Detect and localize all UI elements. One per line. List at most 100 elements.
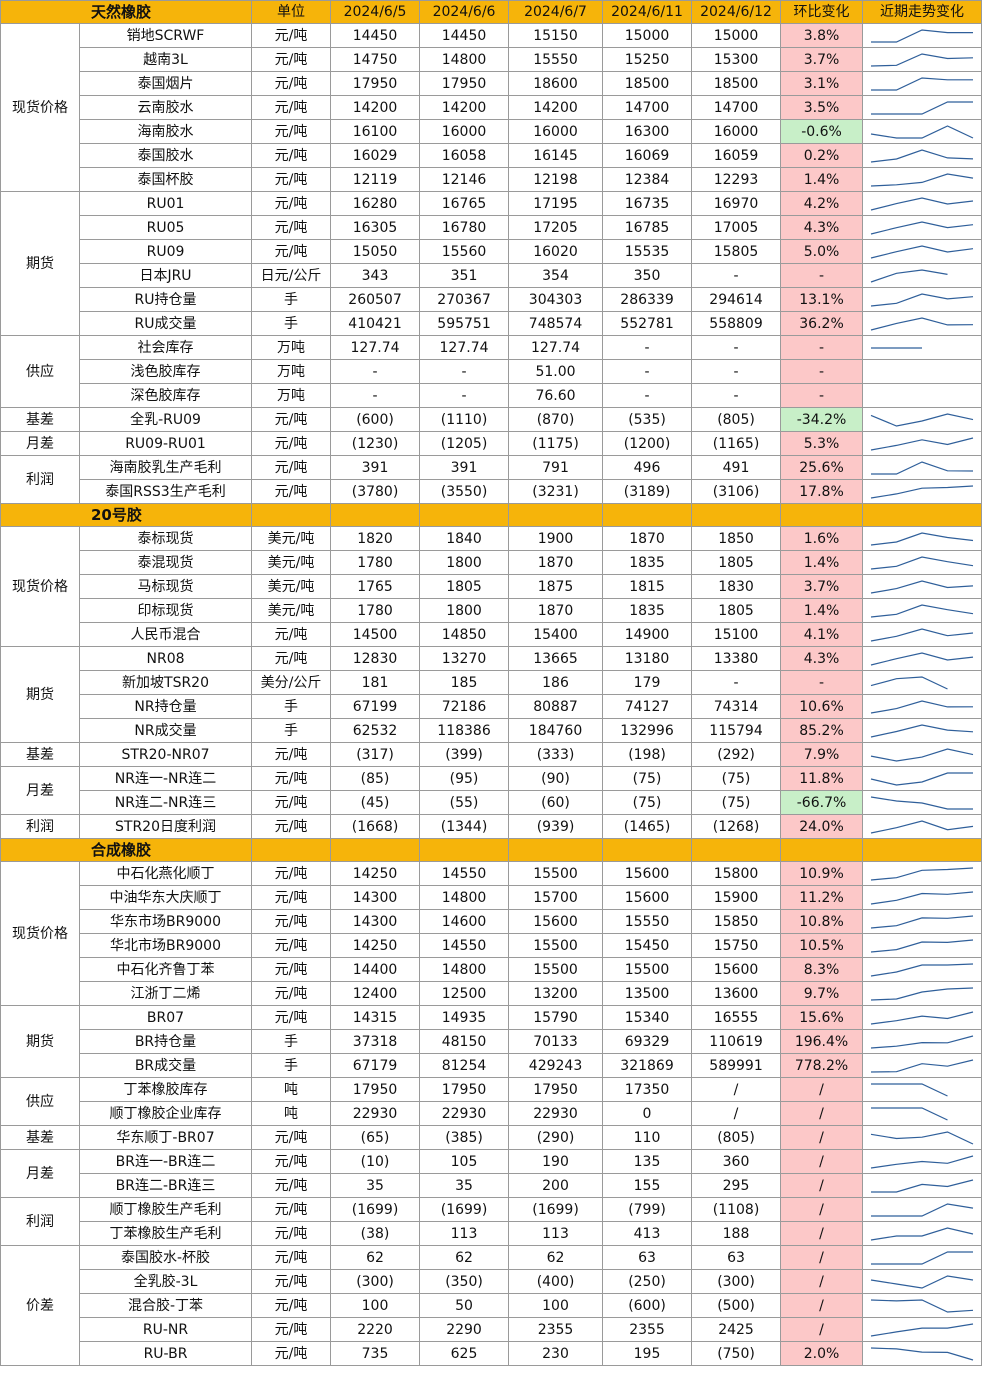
- value-cell: 15535: [602, 239, 693, 264]
- trend-cell: [862, 1293, 982, 1318]
- sparkline-chart: [870, 1226, 974, 1241]
- sparkline-line: [870, 938, 974, 953]
- value-cell: 16069: [602, 143, 693, 168]
- item-name: 中石化齐鲁丁苯: [78, 957, 253, 982]
- header-filler: [330, 838, 421, 862]
- sparkline-line: [870, 1226, 974, 1241]
- value-cell: 105: [419, 1149, 510, 1174]
- value-cell: 14300: [330, 909, 421, 934]
- value-cell: 184760: [508, 718, 604, 743]
- sparkline-line: [870, 484, 974, 499]
- value-cell: 155: [602, 1173, 693, 1198]
- header-filler: [251, 503, 332, 527]
- value-cell: 1805: [691, 598, 782, 623]
- unit-cell: 元/吨: [251, 1005, 332, 1030]
- item-name: 泰国烟片: [78, 71, 253, 96]
- value-cell: 127.74: [419, 335, 510, 360]
- trend-cell: [862, 335, 982, 360]
- value-cell: (400): [508, 1269, 604, 1294]
- value-cell: 14750: [330, 47, 421, 72]
- sparkline-line: [870, 723, 974, 738]
- unit-cell: 元/吨: [251, 479, 332, 504]
- value-cell: 22930: [330, 1101, 421, 1126]
- value-cell: (1205): [419, 431, 510, 456]
- column-header: 环比变化: [780, 0, 864, 24]
- item-name: 社会库存: [78, 335, 253, 360]
- change-cell: 15.6%: [780, 1005, 864, 1030]
- category-label: 供应: [0, 1077, 80, 1126]
- value-cell: 179: [602, 670, 693, 695]
- sparkline-line: [871, 460, 974, 475]
- item-name: NR连一-NR连二: [78, 766, 253, 791]
- sparkline-line: [870, 244, 974, 259]
- value-cell: 589991: [691, 1053, 782, 1078]
- trend-cell: [862, 23, 982, 48]
- value-cell: 286339: [602, 287, 693, 312]
- sparkline-chart: [870, 1010, 974, 1025]
- trend-cell: [862, 311, 982, 336]
- value-cell: 12146: [419, 167, 510, 192]
- value-cell: 360: [691, 1149, 782, 1174]
- table-row: 浅色胶库存万吨--51.00---: [1, 359, 982, 384]
- sparkline-line: [870, 1010, 974, 1025]
- change-cell: 24.0%: [780, 814, 864, 839]
- value-cell: 343: [330, 263, 421, 288]
- sparkline-line: [870, 172, 974, 187]
- sparkline-chart: [870, 962, 974, 977]
- value-cell: 260507: [330, 287, 421, 312]
- unit-cell: 万吨: [251, 335, 332, 360]
- unit-cell: 元/吨: [251, 957, 332, 982]
- item-name: 华东市场BR9000: [78, 909, 253, 934]
- sparkline-chart: [870, 675, 948, 690]
- sparkline-chart: [871, 460, 974, 475]
- change-cell: 4.3%: [780, 215, 864, 240]
- section-title: 20号胶: [0, 503, 253, 527]
- value-cell: 350: [602, 263, 693, 288]
- trend-cell: [862, 646, 982, 671]
- value-cell: 22930: [419, 1101, 510, 1126]
- value-cell: (250): [602, 1269, 693, 1294]
- value-cell: 63: [691, 1245, 782, 1270]
- value-cell: 1800: [419, 550, 510, 575]
- value-cell: 1875: [508, 574, 604, 599]
- item-name: 深色胶库存: [78, 383, 253, 408]
- value-cell: 15500: [508, 861, 604, 886]
- unit-cell: 万吨: [251, 359, 332, 384]
- unit-cell: 元/吨: [251, 790, 332, 815]
- header-filler: [602, 838, 693, 862]
- unit-cell: 元/吨: [251, 95, 332, 120]
- value-cell: -: [419, 359, 510, 384]
- value-cell: 0: [602, 1101, 693, 1126]
- category-label: 月差: [0, 431, 80, 456]
- sparkline-chart: [870, 1298, 974, 1313]
- value-cell: (350): [419, 1269, 510, 1294]
- value-cell: 15450: [602, 933, 693, 958]
- sparkline-line: [870, 747, 974, 762]
- value-cell: 15550: [508, 47, 604, 72]
- header-filler: [508, 838, 604, 862]
- value-cell: 14800: [419, 957, 510, 982]
- value-cell: 16029: [330, 143, 421, 168]
- value-cell: 15850: [691, 909, 782, 934]
- sparkline-line: [870, 914, 974, 929]
- sparkline-line: [870, 124, 974, 139]
- change-cell: /: [780, 1077, 864, 1102]
- column-header: 近期走势变化: [862, 0, 982, 24]
- value-cell: 15340: [602, 1005, 693, 1030]
- value-cell: (3550): [419, 479, 510, 504]
- value-cell: 15700: [508, 885, 604, 910]
- value-cell: 15400: [508, 622, 604, 647]
- change-cell: 4.2%: [780, 191, 864, 216]
